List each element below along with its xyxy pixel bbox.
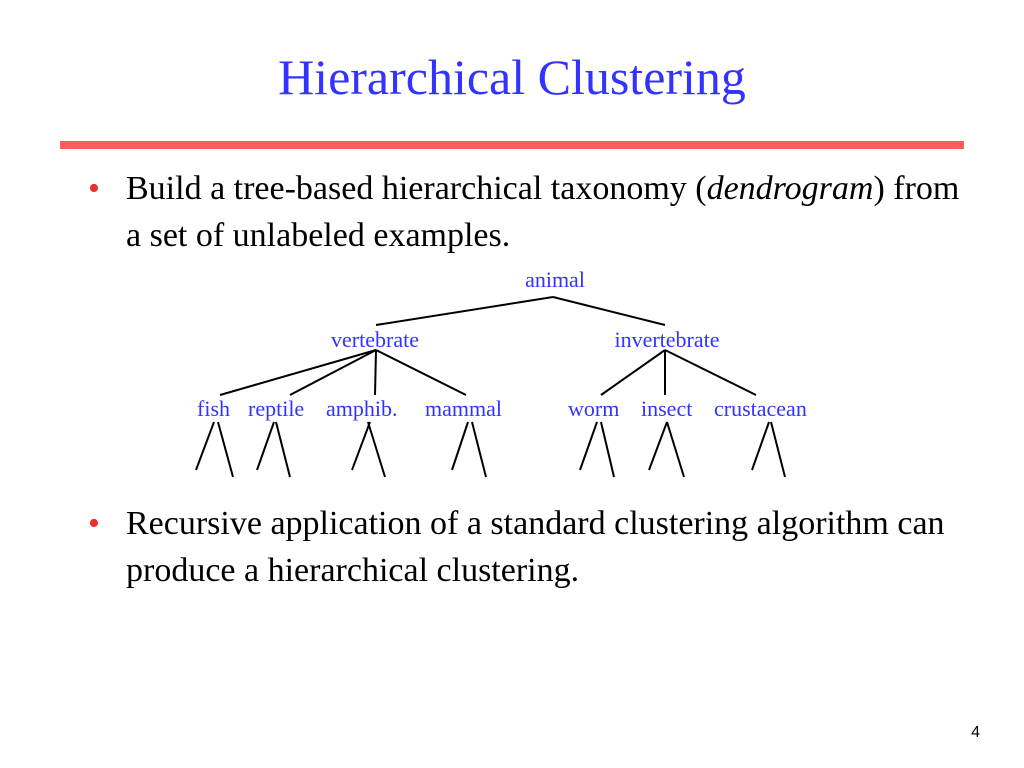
node-worm: worm [568,396,619,421]
edge-animal-invertebrate [552,296,666,326]
leaf-stub-right [217,421,234,478]
tree-labels: animal vertebrate invertebrate fish rept… [197,267,807,421]
leaf-stub-left [648,421,668,471]
leaf-stub-right [666,421,685,478]
edge-invertebrate-worm [600,349,666,396]
leaf-stub-left [751,421,770,471]
leaf-stubs [195,421,786,478]
node-reptile: reptile [248,396,304,421]
leaf-stub-left [195,421,215,471]
page-number: 4 [971,724,980,741]
bullet-text-part: Build a tree-based hierarchical taxonomy… [126,170,707,207]
leaf-stub-right [770,421,786,478]
node-insect: insect [641,396,692,421]
node-mammal: mammal [425,396,502,421]
title-divider [60,141,964,149]
node-root: animal [525,267,585,292]
bullet-marker: • [88,170,100,207]
bullet-text-emphasis: dendrogram [706,170,874,207]
node-vertebrate: vertebrate [331,327,419,352]
edge-vertebrate-reptile [289,349,377,396]
edge-animal-vertebrate [375,296,554,326]
node-fish: fish [197,396,230,421]
bullet-marker: • [88,505,100,542]
leaf-stub-right [275,421,291,478]
leaf-stub-right [367,421,386,478]
bullet-text: Recursive application of a standard clus… [126,505,945,589]
leaf-stub-left [351,421,371,471]
slide-title: Hierarchical Clustering [278,49,746,105]
node-amphib: amphib. [326,396,398,421]
edge-invertebrate-crustacean [664,349,757,396]
bullet-text-part: ) from a set of unlabeled examples. [126,170,960,254]
leaf-stub-left [451,421,469,471]
leaf-stub-left [579,421,598,471]
leaf-stub-right [600,421,615,478]
edge-vertebrate-amphib [374,349,377,396]
node-crustacean: crustacean [714,396,807,421]
leaf-stub-right [471,421,487,478]
bullet-text: Build a tree-based hierarchical taxonomy… [126,165,966,259]
edge-vertebrate-mammal [375,349,467,396]
node-invertebrate: invertebrate [614,327,719,352]
tree-edges [219,296,757,396]
edge-vertebrate-fish [219,349,377,396]
leaf-stub-left [256,421,275,471]
